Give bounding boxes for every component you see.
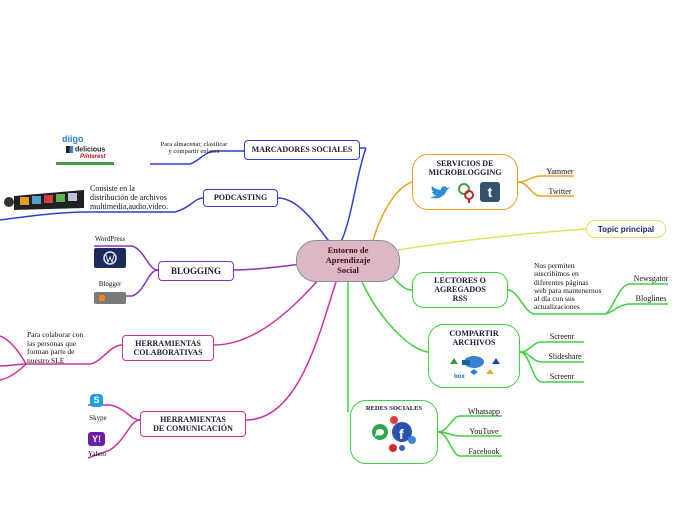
podcasting-node[interactable]: PODCASTING xyxy=(203,189,278,207)
filmstrip-icon xyxy=(4,186,84,214)
topic-principal-label: Topic principal xyxy=(597,224,655,234)
redes-title: REDES SOCIALES xyxy=(365,405,423,412)
marcadores-underline-icon xyxy=(56,162,114,165)
delicious-label: delicious xyxy=(74,146,106,154)
central-node[interactable]: Entorno de Aprendizaje Social xyxy=(296,240,400,282)
archivos-screenr-label-2: Screenr xyxy=(549,372,575,381)
diigo-label: diigo xyxy=(62,134,84,144)
archivos-node[interactable]: COMPARTIR ARCHIVOS xyxy=(428,324,520,388)
whatsapp-label: Whatsapp xyxy=(468,407,500,416)
colaborativas-node[interactable]: HERRAMIENTAS COLABORATIVAS xyxy=(122,335,214,361)
delicious-icon xyxy=(66,146,73,153)
marcadores-node[interactable]: MARCADORES SOCIALES xyxy=(244,140,360,160)
microblogging-node[interactable]: SERVICIOS DE MICROBLOGGING xyxy=(412,154,518,210)
central-label: Entorno de Aprendizaje Social xyxy=(325,245,371,275)
colaborativas-desc: Para colaborar con las personas que form… xyxy=(27,330,84,365)
link-marcadores xyxy=(339,147,367,245)
facebook-label: Facebook xyxy=(468,447,500,456)
pinterest-label: Pinterest xyxy=(80,154,106,160)
rss-node[interactable]: LECTORES O AGREGADOS RSS xyxy=(412,272,508,308)
yammer-label: Yammer xyxy=(546,167,574,176)
link-rss xyxy=(391,275,413,291)
yahoo-icon: Y! xyxy=(88,432,105,446)
slideshare-label: Slideshare xyxy=(548,352,582,361)
link-archivos xyxy=(361,281,429,353)
newsgator-label: Newsgator xyxy=(633,274,669,283)
marcadores-title: MARCADORES SOCIALES xyxy=(251,145,353,155)
bloglines-label: Bloglines xyxy=(635,294,667,303)
archivos-screenr-label-1: Screenr xyxy=(549,332,575,341)
blogging-title: BLOGGING xyxy=(170,265,221,276)
archivos-title: COMPARTIR ARCHIVOS xyxy=(449,329,499,348)
youtube-label: YouTuve xyxy=(469,427,499,436)
blogger-icon xyxy=(94,292,126,304)
link-microblogging xyxy=(371,181,413,245)
podcasting-desc: Consiste en la distribución de archivos … xyxy=(90,184,168,212)
social-network-icon: f xyxy=(368,414,420,463)
diigo-logo: diigo xyxy=(62,134,84,144)
marcadores-desc: Para almacenar, clasificar y compartir e… xyxy=(160,141,228,156)
comunicacion-node[interactable]: HERRAMIENTAS DE COMUNICACIÓN xyxy=(140,411,246,437)
rss-desc: Nos permiten suscribimos en diferentes p… xyxy=(534,261,602,312)
link-topic xyxy=(397,228,587,251)
rss-title: LECTORES O AGREGADOS RSS xyxy=(434,276,486,304)
cloud-storage-icon: box xyxy=(448,352,504,387)
facebook-f-text: f xyxy=(399,426,404,442)
twitter-label: Twitter xyxy=(548,187,572,196)
wordpress-icon xyxy=(94,248,126,268)
skype-icon: S xyxy=(90,394,103,407)
skype-label: Skype xyxy=(89,414,107,422)
tumblr-icon: t xyxy=(480,182,500,202)
blogger-mark-icon xyxy=(99,295,105,301)
blogger-label: Blogger xyxy=(98,280,122,288)
location-pins-icon xyxy=(456,182,476,209)
link-colaborativas xyxy=(213,275,323,346)
twitter-icon xyxy=(428,184,452,207)
delicious-logo: delicious xyxy=(66,146,105,153)
topic-principal-node[interactable]: Topic principal xyxy=(586,220,666,238)
box-logo-text: box xyxy=(454,374,465,380)
pinterest-logo: Pinterest xyxy=(80,154,106,160)
link-comunicacion xyxy=(245,281,337,421)
wordpress-label: WordPress xyxy=(94,235,126,243)
yahoo-label: Yahoo xyxy=(88,450,106,458)
microblogging-title: SERVICIOS DE MICROBLOGGING xyxy=(428,159,502,178)
comunicacion-title: HERRAMIENTAS DE COMUNICACIÓN xyxy=(153,414,233,433)
podcasting-title: PODCASTING xyxy=(213,193,268,203)
blogging-node[interactable]: BLOGGING xyxy=(158,261,234,281)
colaborativas-title: HERRAMIENTAS COLABORATIVAS xyxy=(133,338,203,357)
